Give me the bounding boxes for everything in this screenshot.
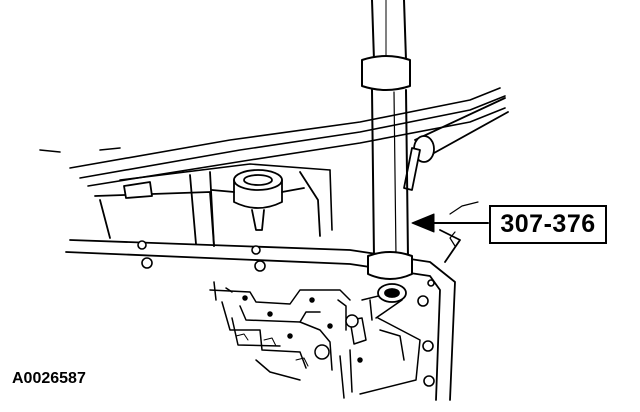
plate-bolt-holes <box>137 240 435 387</box>
accumulator-piston <box>123 169 305 231</box>
figure-id-label: A0026587 <box>12 370 86 387</box>
tool-number-callout: 307-376 <box>489 205 607 244</box>
special-tool-307-376 <box>361 0 413 280</box>
bolt-head <box>377 283 407 303</box>
transmission-case-lines <box>39 87 506 231</box>
tool-number-label: 307-376 <box>500 210 596 238</box>
case-tube <box>403 97 509 191</box>
callout-arrow <box>411 201 489 247</box>
